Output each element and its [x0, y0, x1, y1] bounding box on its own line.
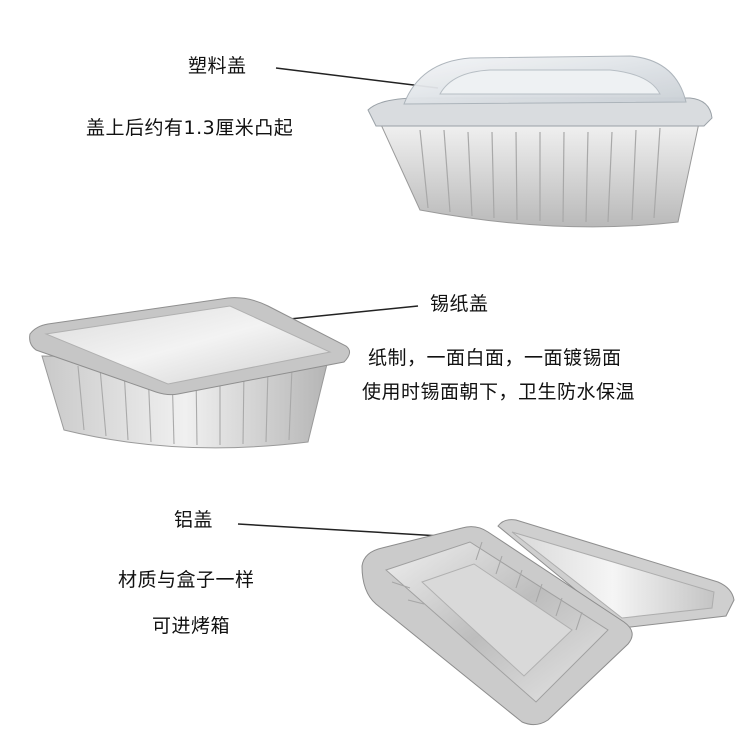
open-tray-with-aluminum-lid-image: [361, 519, 735, 726]
foil-paper-lid-desc-line-2: 使用时锡面朝下，卫生防水保温: [362, 381, 636, 403]
leader-line-plastic-lid: [275, 67, 439, 89]
aluminum-lid-desc-line-1: 材质与盒子一样: [118, 569, 255, 591]
plastic-lid-title: 塑料盖: [188, 55, 247, 77]
tray-with-foil-paper-lid-image: [29, 297, 350, 449]
aluminum-lid-desc-line-2: 可进烤箱: [152, 615, 231, 637]
foil-paper-lid-title: 锡纸盖: [430, 293, 489, 315]
plastic-lid-desc: 盖上后约有1.3厘米凸起: [86, 117, 294, 139]
tray-with-plastic-lid-image: [367, 55, 713, 228]
aluminum-lid-title: 铝盖: [174, 509, 214, 531]
foil-paper-lid-desc-line-1: 纸制，一面白面，一面镀锡面: [368, 347, 622, 369]
